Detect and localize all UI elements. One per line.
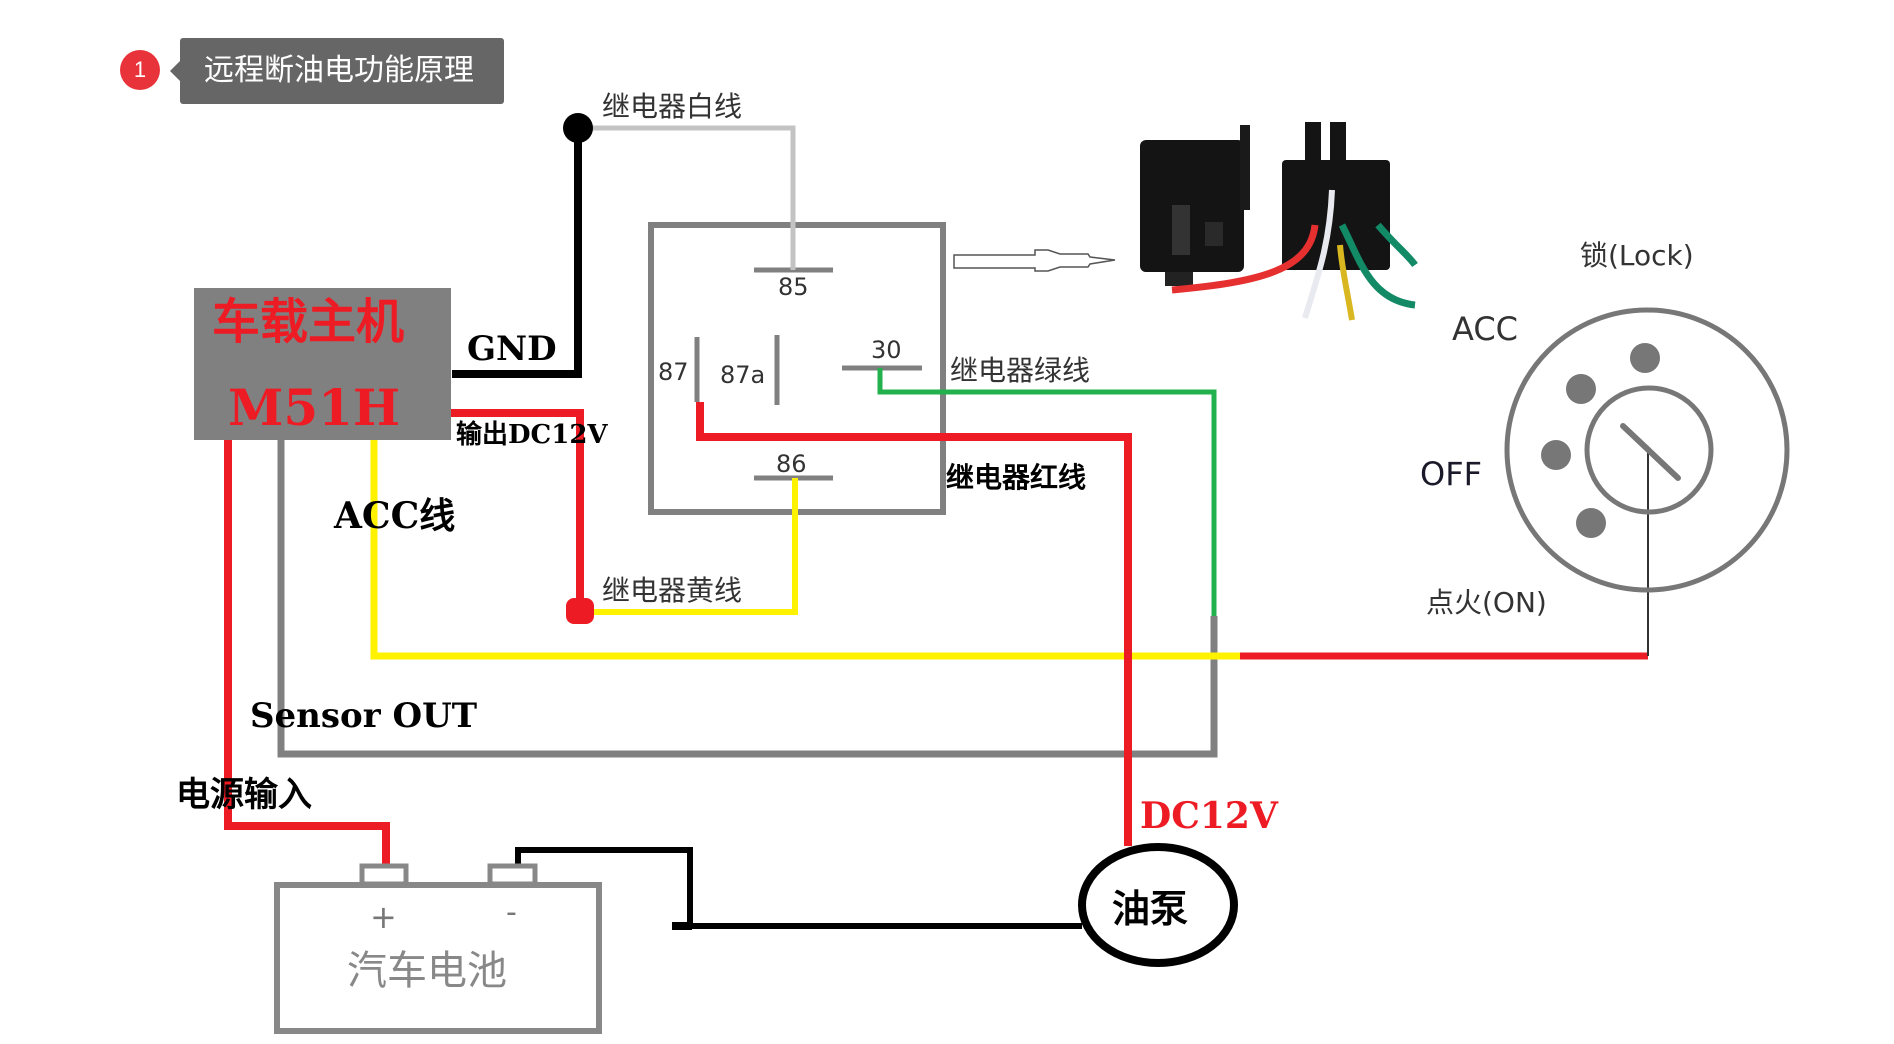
relay-pin-85-label: 85 bbox=[778, 273, 809, 301]
sensor-out-label: Sensor OUT bbox=[250, 696, 477, 736]
section-title: 远程断油电功能原理 bbox=[170, 38, 504, 104]
battery-plus-label: + bbox=[370, 898, 397, 936]
host-unit-model: M51H bbox=[228, 378, 400, 437]
relay-photo-terminal bbox=[1172, 205, 1190, 255]
output-dc12v-label: 输出DC12V bbox=[456, 419, 608, 450]
relay-photo-terminal bbox=[1205, 222, 1223, 246]
ignition-position-on bbox=[1576, 508, 1606, 538]
connector-photo-clip bbox=[1330, 122, 1346, 172]
battery-name: 汽车电池 bbox=[347, 948, 507, 994]
relay-green-label: 继电器绿线 bbox=[950, 354, 1090, 387]
output-dc12v-wire bbox=[450, 409, 584, 612]
battery-body bbox=[274, 882, 602, 1034]
ignition-acc-label: ACC bbox=[1452, 310, 1518, 348]
arrow-to-photo-icon bbox=[953, 249, 1116, 272]
photo-red-wire bbox=[1171, 224, 1319, 294]
photo-green-wire bbox=[1338, 223, 1416, 309]
battery-minus-terminal bbox=[487, 863, 538, 887]
gnd-label: GND bbox=[467, 329, 557, 369]
ignition-position-acc bbox=[1566, 374, 1596, 404]
relay-photo-tab bbox=[1240, 125, 1250, 210]
ignition-switch-outer bbox=[1504, 307, 1790, 593]
photo-green-wire bbox=[1375, 222, 1418, 268]
battery-ground-wire bbox=[515, 847, 1082, 929]
relay-red-label: 继电器红线 bbox=[946, 461, 1086, 494]
battery-minus-label: - bbox=[506, 895, 517, 930]
relay-yellow-label: 继电器黄线 bbox=[602, 574, 742, 607]
relay-green-wire bbox=[877, 368, 1217, 616]
power-input-label: 电源输入 bbox=[176, 775, 312, 815]
relay-red-wire bbox=[696, 402, 1132, 846]
relay-pin-87a-label: 87a bbox=[720, 361, 765, 389]
ignition-position-lock bbox=[1630, 343, 1660, 373]
acc-wire-label: ACC线 bbox=[333, 495, 455, 537]
pump-dc12v-label: DC12V bbox=[1140, 795, 1279, 837]
power-input-wire bbox=[224, 440, 390, 876]
gnd-wire bbox=[452, 130, 582, 378]
relay-photo bbox=[1140, 122, 1418, 321]
relay-pin-30-label: 30 bbox=[871, 336, 902, 364]
relay-white-wire bbox=[585, 125, 796, 270]
host-unit-name: 车载主机 bbox=[212, 294, 404, 350]
fuel-pump-circle bbox=[1078, 843, 1238, 967]
relay-photo-body bbox=[1140, 140, 1244, 272]
relay-white-label: 继电器白线 bbox=[602, 90, 742, 123]
output-junction-dot bbox=[566, 598, 594, 624]
acc-wire bbox=[370, 440, 1240, 660]
photo-white-wire bbox=[1302, 189, 1335, 319]
ignition-switch-inner bbox=[1584, 385, 1714, 515]
connector-photo-clip bbox=[1305, 122, 1321, 172]
relay-yellow-wire bbox=[580, 478, 798, 615]
ignition-on-label: 点火(ON) bbox=[1426, 586, 1547, 619]
relay-photo-base bbox=[1165, 272, 1193, 286]
fuel-pump-label: 油泵 bbox=[1112, 886, 1188, 931]
host-unit-box bbox=[194, 288, 451, 440]
relay-pin-86-label: 86 bbox=[776, 450, 807, 478]
ignition-lock-label: 锁(Lock) bbox=[1580, 239, 1694, 272]
step-number-badge: 1 bbox=[120, 50, 160, 90]
ignition-off-label: OFF bbox=[1420, 455, 1482, 493]
gnd-junction-dot bbox=[563, 113, 593, 143]
sensor-out-wire bbox=[277, 440, 1218, 758]
photo-yellow-wire bbox=[1337, 244, 1355, 321]
ignition-position-off bbox=[1541, 440, 1571, 470]
relay-pin-87-label: 87 bbox=[658, 358, 689, 386]
battery-plus-terminal bbox=[359, 863, 409, 887]
ignition-key-slot bbox=[1620, 423, 1681, 481]
